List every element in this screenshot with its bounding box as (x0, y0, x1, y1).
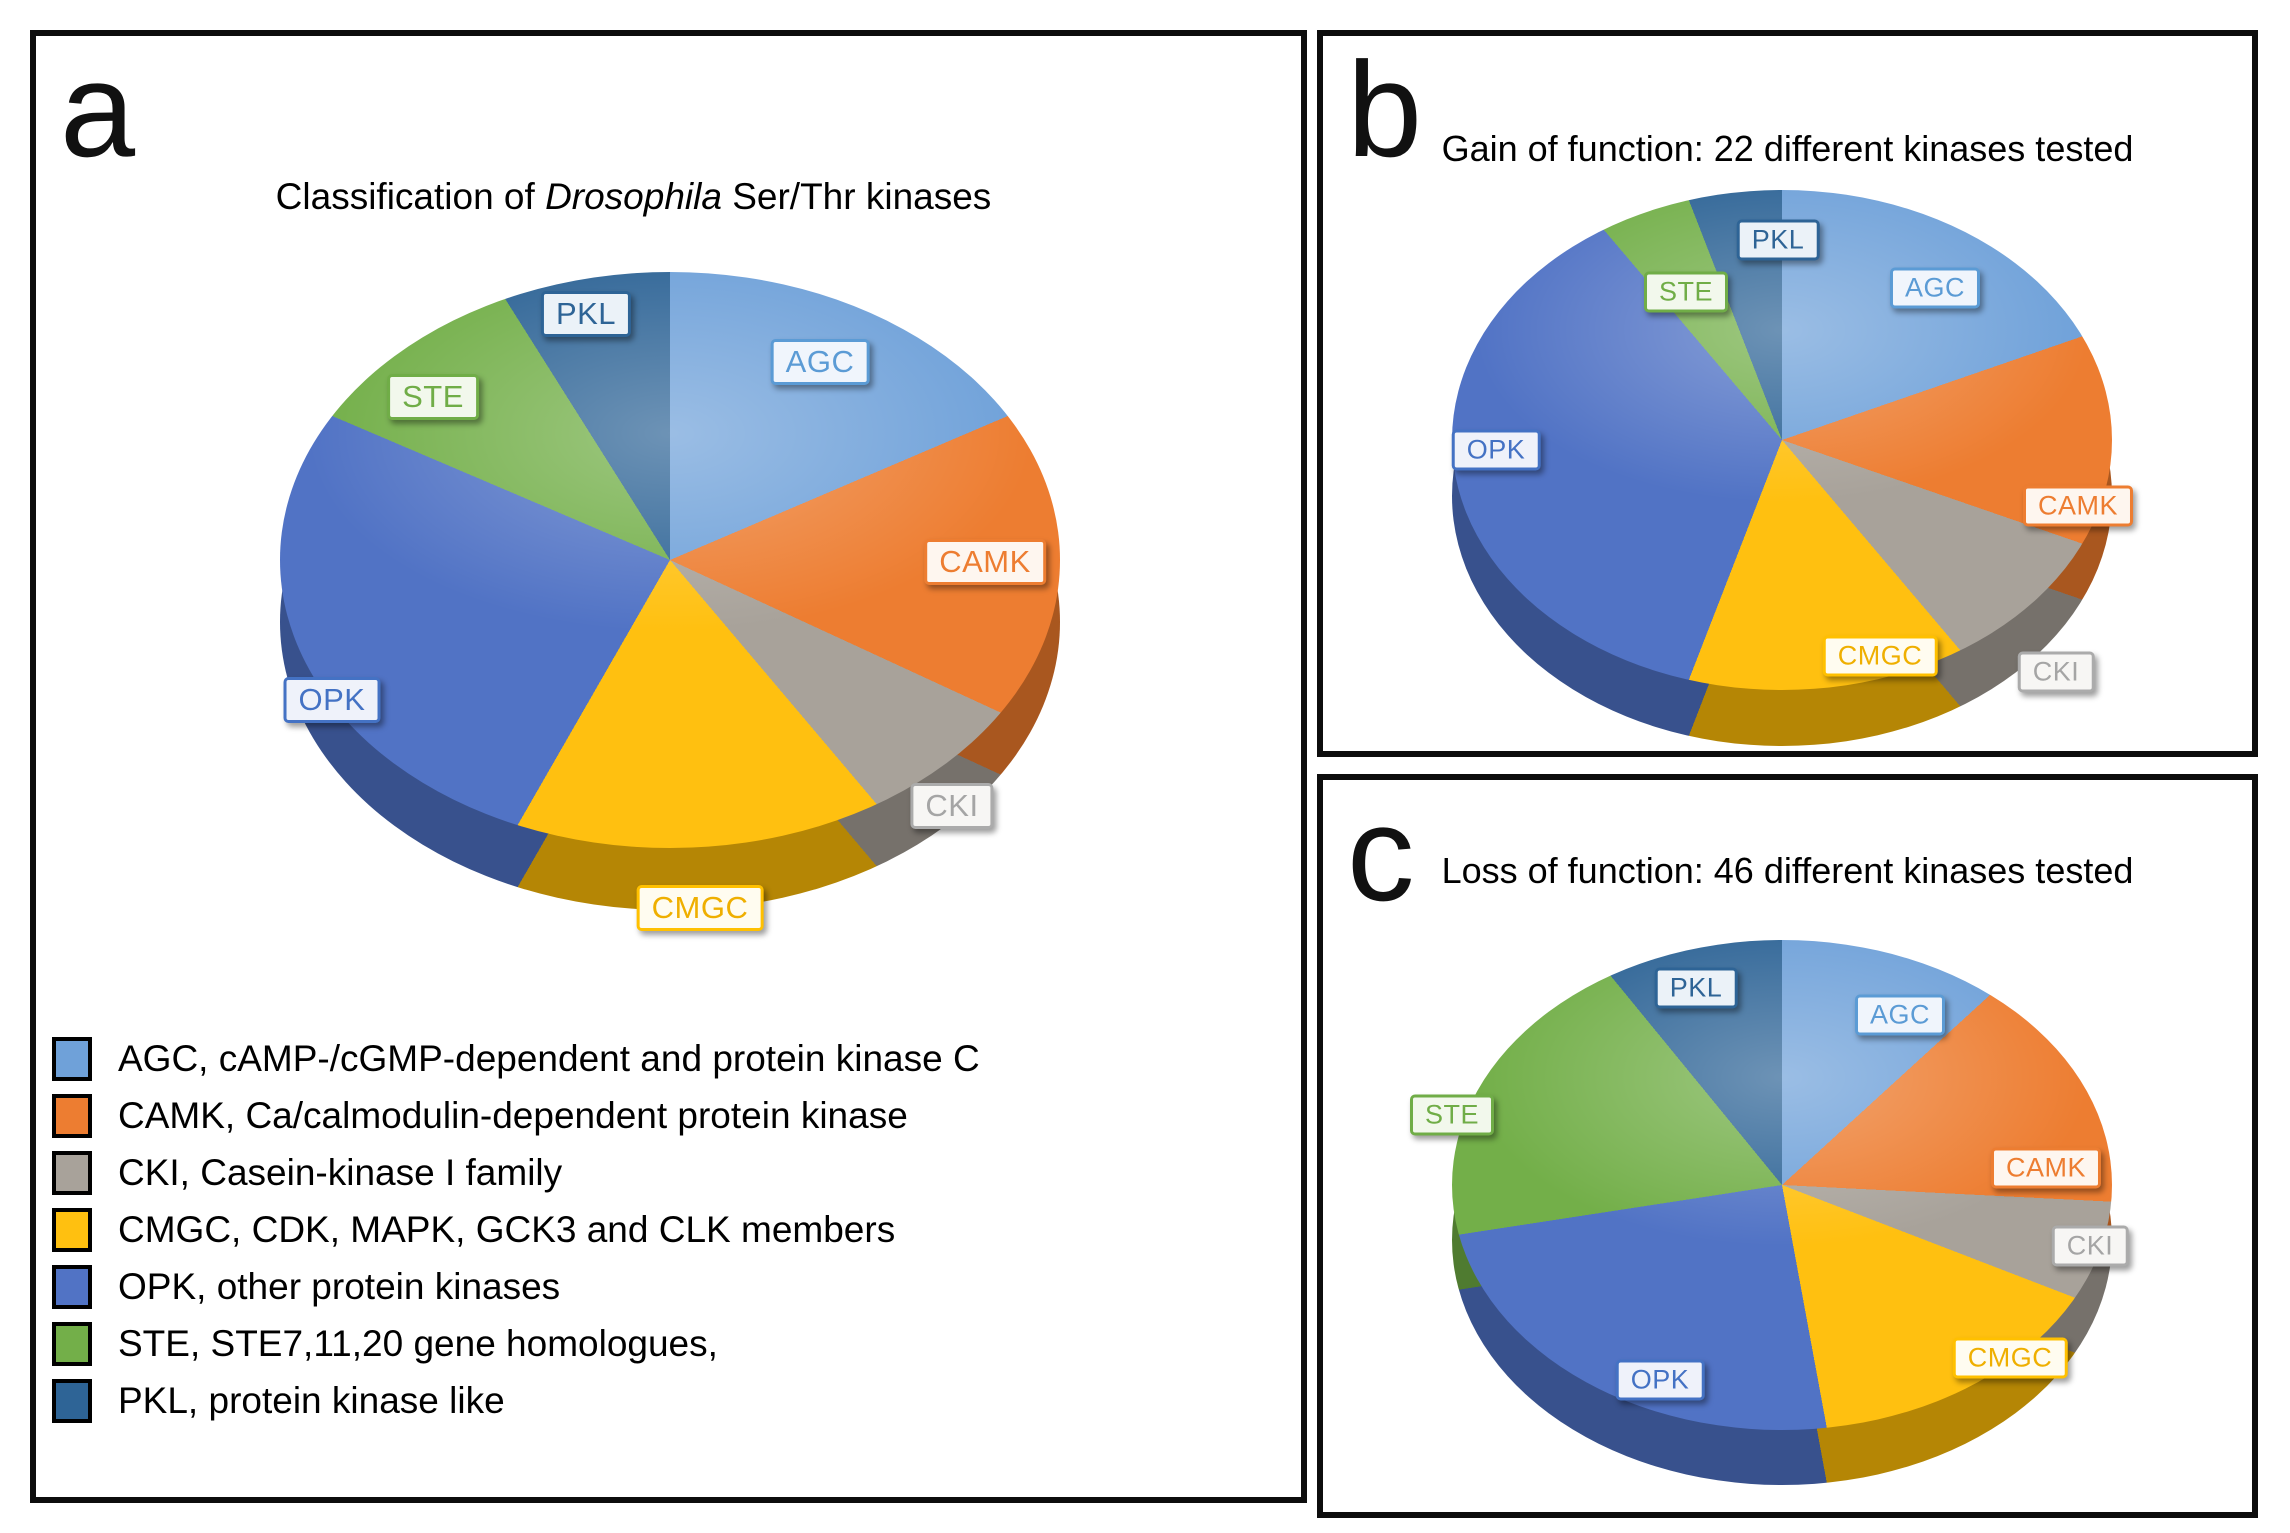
pie-c-label-cki: CKI (2051, 1225, 2129, 1267)
panel-c-letter: c (1347, 778, 1415, 929)
pie-a-label-opk: OPK (283, 677, 381, 723)
pie-c-label-pkl: PKL (1654, 967, 1738, 1009)
panel-a-letter: a (60, 34, 136, 185)
legend-swatch-camk (52, 1093, 92, 1138)
pie-c-label-cmgc: CMGC (1952, 1337, 2068, 1379)
legend-text-agc: AGC, cAMP-/cGMP-dependent and protein ki… (118, 1037, 980, 1079)
legend-swatch-agc (52, 1036, 92, 1081)
legend-row-ste: STE, STE7,11,20 gene homologues, (52, 1315, 980, 1372)
pie-a-label-pkl: PKL (540, 291, 632, 337)
legend-row-agc: AGC, cAMP-/cGMP-dependent and protein ki… (52, 1030, 980, 1087)
pie-a-label-camk: CAMK (924, 539, 1046, 585)
pie-b-label-pkl: PKL (1736, 219, 1820, 261)
panel-c: c Loss of function: 46 different kinases… (1317, 774, 2258, 1518)
pie-a-label-ste: STE (387, 374, 479, 420)
panel-b-title: Gain of function: 22 different kinases t… (1441, 128, 2134, 169)
legend-swatch-pkl (52, 1378, 92, 1423)
panel-b-letter: b (1347, 34, 1423, 185)
legend-text-pkl: PKL, protein kinase like (118, 1379, 505, 1421)
legend-swatch-opk (52, 1264, 92, 1309)
pie-b-label-cki: CKI (2017, 651, 2095, 693)
pie-b-label-camk: CAMK (2022, 485, 2134, 527)
legend-swatch-ste (52, 1321, 92, 1366)
pie-b-label-cmgc: CMGC (1822, 635, 1938, 677)
pie-a-label-agc: AGC (770, 339, 870, 385)
panel-b: b Gain of function: 22 different kinases… (1317, 30, 2258, 757)
panel-a-title: Classification of Drosophila Ser/Thr kin… (36, 176, 1231, 218)
legend-swatch-cki (52, 1150, 92, 1195)
pie-c-label-agc: AGC (1854, 994, 1946, 1036)
pie-c-label-ste: STE (1409, 1094, 1495, 1136)
legend-text-camk: CAMK, Ca/calmodulin-dependent protein ki… (118, 1094, 908, 1136)
legend-row-pkl: PKL, protein kinase like (52, 1372, 980, 1429)
legend-row-cki: CKI, Casein-kinase I family (52, 1144, 980, 1201)
pie-b-top (1452, 190, 2112, 690)
pie-c (1452, 940, 2112, 1485)
pie-b (1452, 190, 2112, 746)
panel-a-title-suffix: Ser/Thr kinases (721, 176, 992, 217)
pie-c-label-camk: CAMK (1990, 1147, 2102, 1189)
legend-row-opk: OPK, other protein kinases (52, 1258, 980, 1315)
panel-c-title: Loss of function: 46 different kinases t… (1441, 850, 2134, 891)
legend: AGC, cAMP-/cGMP-dependent and protein ki… (52, 1030, 980, 1429)
pie-b-label-ste: STE (1643, 271, 1729, 313)
pie-a-label-cki: CKI (910, 783, 994, 829)
legend-text-cmgc: CMGC, CDK, MAPK, GCK3 and CLK members (118, 1208, 896, 1250)
panel-a-title-prefix: Classification of (275, 176, 546, 217)
pie-c-label-opk: OPK (1615, 1359, 1705, 1401)
pie-a-label-cmgc: CMGC (636, 885, 764, 931)
legend-text-opk: OPK, other protein kinases (118, 1265, 561, 1307)
pie-b-label-opk: OPK (1451, 429, 1541, 471)
legend-row-cmgc: CMGC, CDK, MAPK, GCK3 and CLK members (52, 1201, 980, 1258)
legend-swatch-cmgc (52, 1207, 92, 1252)
panel-a: a Classification of Drosophila Ser/Thr k… (30, 30, 1307, 1503)
legend-text-ste: STE, STE7,11,20 gene homologues, (118, 1322, 718, 1364)
pie-b-label-agc: AGC (1889, 267, 1981, 309)
legend-text-cki: CKI, Casein-kinase I family (118, 1151, 563, 1193)
legend-row-camk: CAMK, Ca/calmodulin-dependent protein ki… (52, 1087, 980, 1144)
panel-a-title-italic: Drosophila (545, 176, 722, 217)
